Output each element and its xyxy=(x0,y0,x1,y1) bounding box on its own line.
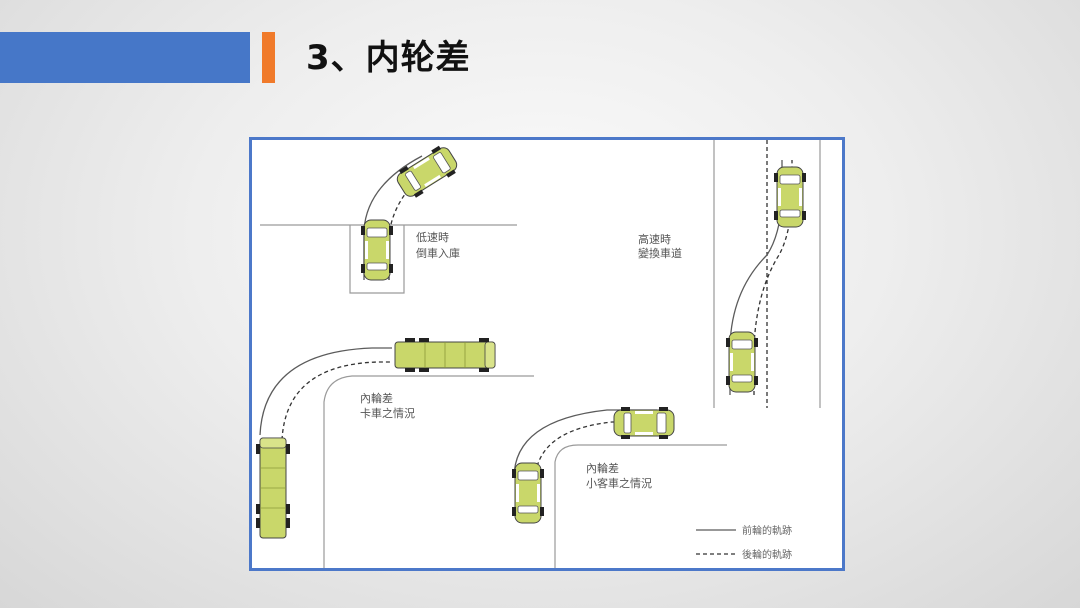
road-curb xyxy=(323,375,534,568)
label-lane-change-1: 高速時 xyxy=(638,232,671,246)
truck-icon xyxy=(255,437,291,539)
truck-icon xyxy=(394,337,496,373)
title-accent-orange xyxy=(262,32,275,83)
car-icon xyxy=(773,166,807,228)
diagram-frame: 低速時 倒車入庫 高速時 變換車道 內輪差 卡車之情況 xyxy=(249,137,845,571)
label-car-1: 內輪差 xyxy=(586,461,619,475)
scene-truck: 內輪差 卡車之情況 xyxy=(255,337,534,568)
label-truck-2: 卡車之情況 xyxy=(360,406,415,420)
slide-title: 3、内轮差 xyxy=(306,38,471,78)
scene-car: 內輪差 小客車之情況 xyxy=(511,406,727,568)
label-parking-1: 低速時 xyxy=(416,231,449,244)
front-wheel-track xyxy=(513,409,657,479)
inner-wheel-diagram: 低速時 倒車入庫 高速時 變換車道 內輪差 卡車之情況 xyxy=(255,140,821,568)
front-wheel-track xyxy=(259,347,392,436)
label-lane-change-2: 變換車道 xyxy=(638,246,682,260)
car-icon xyxy=(613,406,675,440)
rear-wheel-track xyxy=(281,361,392,441)
label-parking-2: 倒車入庫 xyxy=(416,246,460,260)
label-car-2: 小客車之情況 xyxy=(586,476,652,490)
road-curb xyxy=(554,444,727,568)
scene-lane-change: 高速時 變換車道 xyxy=(638,140,821,408)
label-truck-1: 內輪差 xyxy=(360,391,393,405)
rear-wheel-track xyxy=(388,167,433,280)
car-icon xyxy=(392,142,462,202)
scene-reverse-parking: 低速時 倒車入庫 xyxy=(260,142,517,294)
legend: 前輪的軌跡 後輪的軌跡 xyxy=(696,524,792,561)
title-bar-blue xyxy=(0,32,250,83)
car-icon xyxy=(511,462,545,524)
rear-wheel-track xyxy=(534,421,657,481)
car-icon xyxy=(360,219,394,281)
parking-bay xyxy=(349,225,405,294)
car-icon xyxy=(725,331,759,393)
legend-front-wheel: 前輪的軌跡 xyxy=(742,524,792,537)
legend-rear-wheel: 後輪的軌跡 xyxy=(742,548,792,561)
